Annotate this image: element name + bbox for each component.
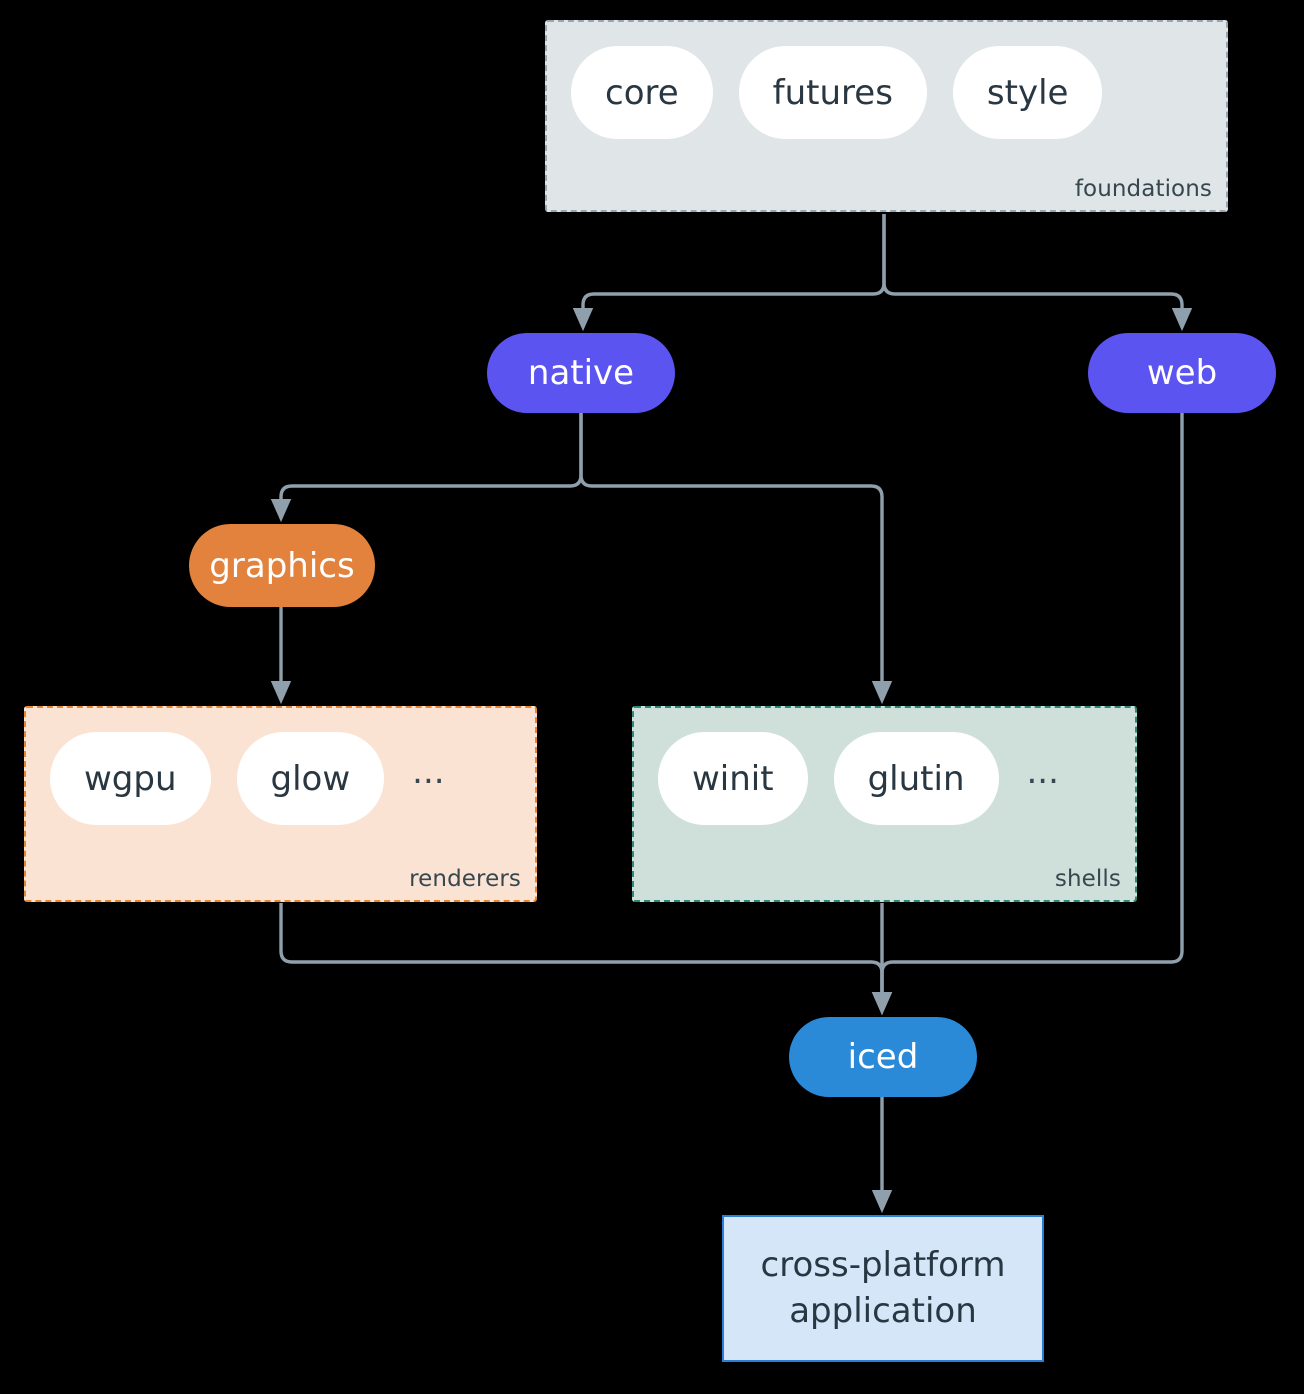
shells-more-ellipsis: ... — [1026, 751, 1059, 792]
group-foundations[interactable]: core futures style foundations — [545, 20, 1228, 212]
group-foundations-label: foundations — [1074, 176, 1212, 202]
renderers-more-ellipsis: ... — [412, 751, 445, 792]
node-cross-platform-application[interactable]: cross-platform application — [722, 1215, 1044, 1362]
edge-foundations-to-native — [572, 214, 886, 332]
group-renderers-label: renderers — [409, 866, 521, 892]
group-shells[interactable]: winit glutin ... shells — [632, 706, 1137, 902]
edge-renderers-to-iced — [279, 903, 893, 1016]
application-line-2: application — [789, 1290, 977, 1331]
node-winit[interactable]: winit — [658, 732, 808, 825]
node-core[interactable]: core — [571, 46, 713, 139]
node-web[interactable]: web — [1088, 333, 1276, 413]
group-shells-items: winit glutin ... — [658, 732, 1059, 825]
edge-native-to-graphics — [270, 413, 583, 523]
edge-foundations-to-web — [882, 214, 1193, 332]
group-renderers[interactable]: wgpu glow ... renderers — [24, 706, 537, 902]
node-iced[interactable]: iced — [789, 1017, 977, 1097]
node-futures[interactable]: futures — [738, 46, 927, 139]
application-line-1: cross-platform — [760, 1244, 1006, 1285]
group-shells-label: shells — [1054, 866, 1121, 892]
group-foundations-items: core futures style — [571, 46, 1103, 139]
group-renderers-items: wgpu glow ... — [50, 732, 445, 825]
node-wgpu[interactable]: wgpu — [50, 732, 211, 825]
node-native[interactable]: native — [487, 333, 675, 413]
node-glutin[interactable]: glutin — [833, 732, 999, 825]
node-glow[interactable]: glow — [236, 732, 385, 825]
edge-native-to-shells — [579, 413, 893, 705]
node-style[interactable]: style — [952, 46, 1103, 139]
node-graphics[interactable]: graphics — [189, 524, 375, 607]
